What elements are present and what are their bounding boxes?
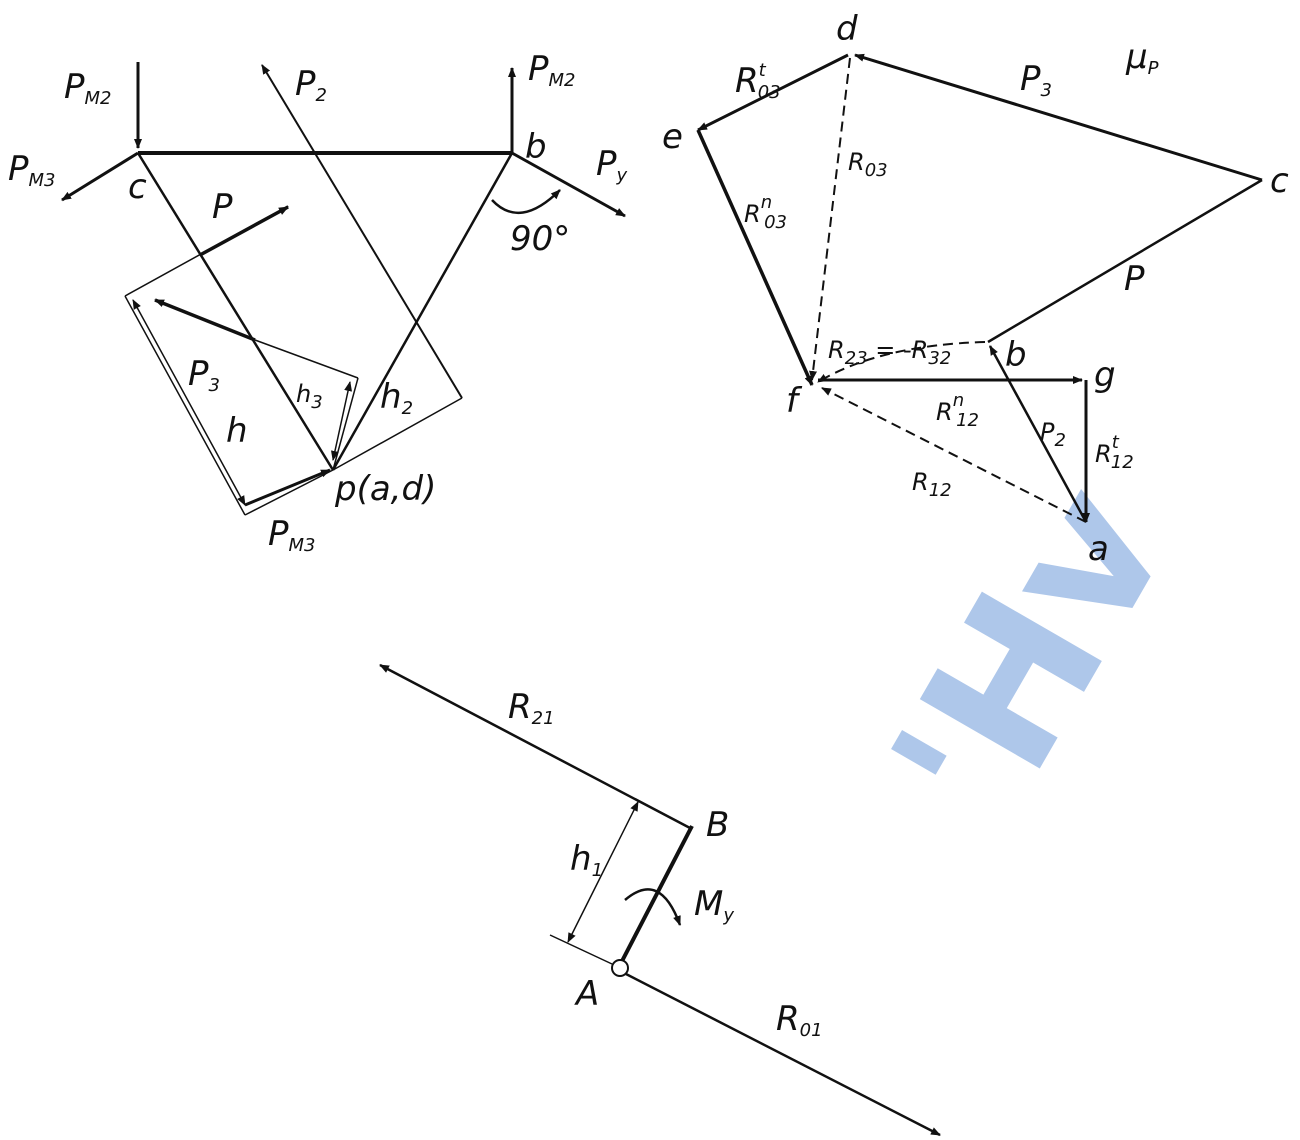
vector-fa-r12: [821, 387, 1087, 523]
label-r21: R21: [508, 687, 555, 729]
angle-90-arc: [491, 189, 561, 215]
link-b-pole: [331, 152, 514, 471]
moment-my-arc: [624, 888, 682, 926]
label-p3-poly: P3: [1020, 59, 1052, 101]
vector-bc-p: [987, 178, 1263, 344]
label-p2-poly: P2: [1040, 418, 1066, 451]
force-r01: [625, 972, 941, 1137]
label-point-f: f: [786, 381, 803, 421]
vector-bf-r23: [817, 341, 986, 383]
label-p-poly: P: [1124, 259, 1145, 299]
vector-ef-r03n: [696, 129, 814, 386]
p2-action-line: [261, 64, 463, 399]
h3-dim-arrow: [331, 381, 352, 461]
h-rect-bottom: [244, 469, 334, 516]
force-pm3-left-arrow: [61, 151, 139, 202]
force-pm3-bottom-arrow: [244, 468, 331, 507]
label-pm3-bottom: PM3: [268, 514, 316, 556]
h3-line: [332, 377, 359, 471]
h1-dim-line: [567, 801, 639, 943]
h-dim-line: [132, 299, 246, 506]
label-r23-eq: R23 = -R32: [828, 336, 951, 369]
vector-df-r03: [809, 57, 851, 381]
link-ab-diagram: R21 B h1 My A R01: [379, 663, 941, 1137]
h1-ext-line: [549, 934, 613, 965]
label-point-d: d: [836, 9, 858, 49]
label-r12: R12: [912, 468, 952, 501]
label-point-A: A: [574, 974, 599, 1014]
vector-ab-p2: [988, 345, 1088, 523]
label-my: My: [694, 884, 734, 926]
label-point-c: c: [128, 167, 147, 207]
force-py-arrow: [511, 151, 626, 218]
label-p3: P3: [188, 354, 220, 396]
vector-de-r03t: [697, 53, 849, 132]
label-h1: h1: [570, 839, 603, 881]
vector-cd-p3: [854, 53, 1263, 182]
label-point-c2: c: [1270, 161, 1289, 201]
label-h: h: [226, 411, 248, 451]
left-force-diagram: PM2 PM3 P2 PM2 Py c b P 90° P3 h h3 h2 p…: [8, 49, 628, 556]
p3-action-line: [254, 339, 359, 379]
label-r01: R01: [776, 999, 823, 1041]
label-pm3-left: PM3: [8, 149, 56, 191]
label-p: P: [212, 187, 233, 227]
label-point-b2: b: [1005, 335, 1027, 375]
label-scale: μP: [1125, 37, 1159, 79]
label-point-B: B: [706, 805, 729, 845]
label-pm2-left: PM2: [64, 67, 112, 109]
label-pole: p(a,d): [334, 469, 436, 509]
force-p-arrow: [199, 205, 289, 257]
watermark-text: 'Hv: [850, 451, 1212, 857]
force-p3-arrow: [154, 298, 256, 342]
label-pm2-right: PM2: [528, 49, 576, 91]
label-h2: h2: [380, 377, 413, 419]
label-p2: P2: [295, 64, 327, 106]
label-point-e: e: [662, 117, 683, 157]
watermark: 'Hv: [850, 451, 1212, 857]
force-r21: [379, 663, 691, 830]
label-point-a: a: [1088, 529, 1109, 569]
label-r03: R03: [848, 148, 888, 181]
h2-line: [332, 397, 463, 471]
label-point-b: b: [525, 127, 547, 167]
label-angle-90: 90°: [510, 219, 570, 259]
label-h3: h3: [296, 380, 323, 413]
joint-a: [611, 959, 629, 977]
label-py: Py: [596, 144, 628, 186]
rect-top-edge: [125, 296, 462, 398]
label-point-g: g: [1094, 355, 1116, 395]
